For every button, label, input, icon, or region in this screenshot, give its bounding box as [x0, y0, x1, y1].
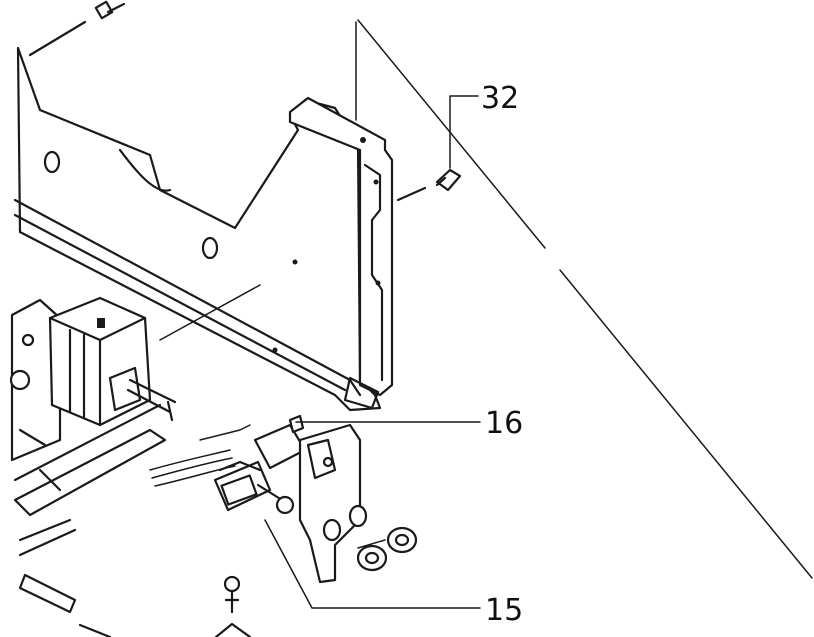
screw-32 — [396, 95, 479, 202]
side-bracket — [288, 96, 394, 410]
callout-16: 16 — [485, 406, 523, 441]
top-screw — [28, 0, 126, 57]
washers — [356, 526, 418, 572]
bottom-screw — [214, 575, 252, 637]
section-break-line — [355, 19, 813, 579]
motor-block — [9, 284, 261, 462]
callout-15: 15 — [485, 593, 523, 628]
callout-32: 32 — [481, 81, 519, 116]
switch-bracket — [288, 414, 481, 584]
shaft-assembly — [13, 403, 167, 637]
